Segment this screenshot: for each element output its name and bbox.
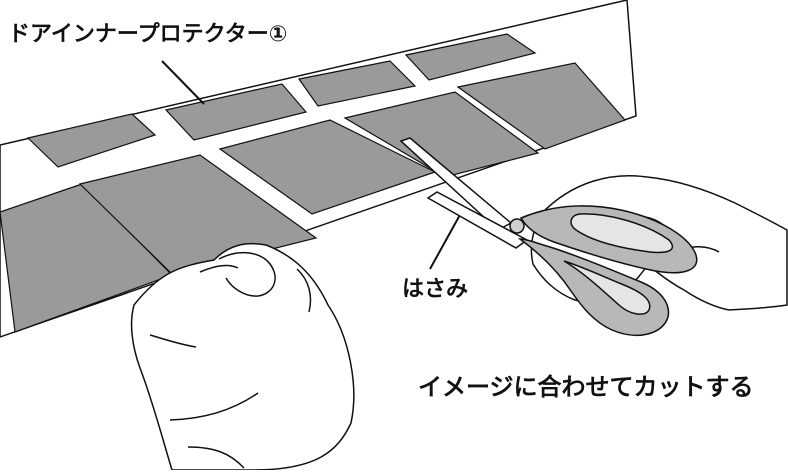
instruction-caption: イメージに合わせてカットする [418, 373, 754, 401]
pad-bottom-4 [343, 91, 540, 178]
left-hand [130, 242, 355, 471]
pad-top-3 [297, 60, 417, 107]
scissors-label: はさみ [402, 277, 469, 302]
protector-label: ドアインナープロテクター① [8, 22, 288, 47]
scissors-leader-line [429, 212, 462, 270]
scissors [399, 137, 698, 337]
pad-bottom-5 [456, 62, 627, 150]
scissors-upper-handle-inner [570, 213, 674, 254]
scissors-pivot [509, 218, 525, 234]
protector-leader-line [161, 60, 205, 105]
pad-top-1 [26, 113, 157, 168]
pad-top-4 [404, 33, 537, 81]
pad-top-2 [164, 83, 308, 141]
scissors-lower-handle-inner [563, 260, 651, 315]
